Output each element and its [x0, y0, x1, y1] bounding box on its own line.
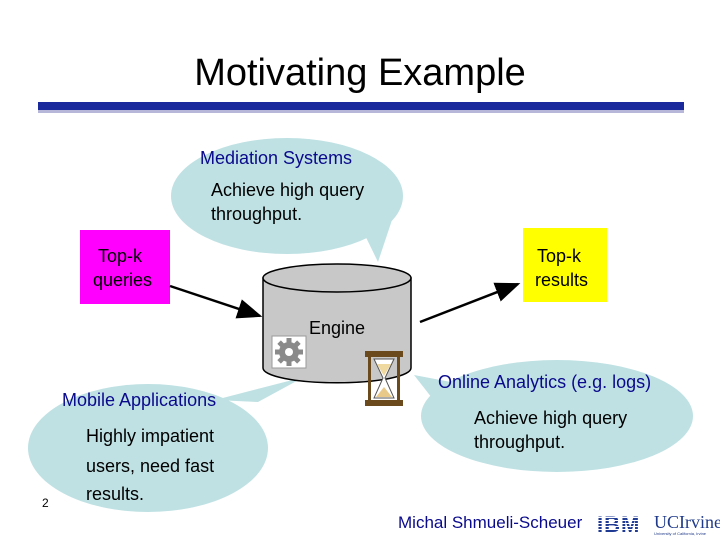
topk-results-line-2: results	[535, 270, 589, 290]
svg-text:IBM: IBM	[597, 512, 640, 536]
ibm-logo: IBM	[597, 512, 640, 536]
mediation-line-2: throughput.	[211, 204, 303, 224]
gear-icon	[271, 335, 307, 369]
uci-logo: UCIrvine University of California, Irvin…	[652, 512, 720, 536]
results-arrow	[419, 282, 521, 324]
hourglass-icon	[365, 351, 403, 406]
uci-logo-text: UCIrvine	[654, 512, 720, 532]
topk-queries-line-1: Top-k	[98, 246, 143, 266]
query-arrow	[169, 284, 263, 319]
topk-results-line-1: Top-k	[537, 246, 582, 266]
topk-queries-box	[80, 230, 170, 304]
analytics-bubble	[414, 360, 693, 472]
mobile-line-1: Highly impatient	[86, 426, 215, 446]
mobile-heading: Mobile Applications	[62, 390, 217, 410]
mediation-heading: Mediation Systems	[200, 148, 353, 168]
analytics-line-1: Achieve high query	[474, 408, 628, 428]
page-number: 2	[42, 496, 49, 510]
uci-logo-subtext: University of California, Irvine	[654, 531, 707, 536]
analytics-line-2: throughput.	[474, 432, 566, 452]
mobile-bubble	[28, 377, 304, 512]
mediation-line-1: Achieve high query	[211, 180, 365, 200]
mobile-line-3: results.	[86, 484, 145, 504]
analytics-heading: Online Analytics (e.g. logs)	[438, 372, 652, 392]
engine-label: Engine	[309, 318, 366, 338]
topk-results-box	[523, 228, 607, 302]
title-underline	[38, 102, 684, 113]
page-title: Motivating Example	[194, 52, 526, 94]
footer-author: Michal Shmueli-Scheuer	[398, 513, 583, 532]
topk-queries-line-2: queries	[93, 270, 153, 290]
mediation-bubble	[171, 138, 403, 262]
mobile-line-2: users, need fast	[86, 456, 215, 476]
